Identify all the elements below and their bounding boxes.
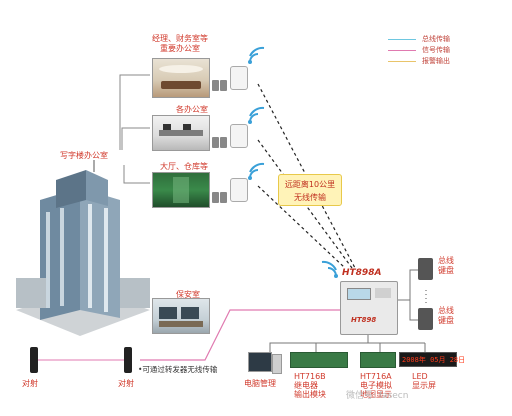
wireless-detector-icon — [230, 66, 248, 90]
legend-label: 总线传输 — [422, 35, 450, 43]
bus-keypad-2 — [409, 300, 418, 321]
beam-label-right: 对射 — [118, 379, 134, 388]
wireless-signal-icon — [248, 106, 265, 124]
bus-bottom — [269, 333, 369, 352]
module-label-relay: HT716B 继电器 输出模块 — [294, 372, 326, 399]
legend-swatch — [388, 39, 416, 40]
room-label-manager: 经理、财务室等 重要办公室 — [152, 34, 208, 53]
computer-monitor-icon — [248, 352, 272, 372]
map-display-module — [360, 352, 396, 368]
wireless-link-3 — [257, 185, 346, 269]
link-building-hall — [123, 165, 150, 184]
host-brand-label: HT898 — [351, 316, 377, 324]
room-label-security: 保安室 — [176, 290, 200, 299]
legend-label: 报警输出 — [422, 57, 450, 65]
alarm-host-panel: HT898 — [340, 281, 398, 335]
office-photo — [152, 115, 210, 151]
wireless-detector-icon — [230, 124, 248, 148]
wireless-box-line1: 远距离10公里 — [284, 180, 336, 189]
bus-keypad-bottom — [418, 308, 433, 330]
key-fob-device — [212, 137, 219, 148]
key-fob-device — [220, 80, 227, 91]
led-display: 2008年 05月 28日 — [399, 352, 465, 367]
relay-output-module — [290, 352, 348, 368]
keypad-label-bottom: 总线 键盘 — [438, 306, 454, 325]
key-fob-device — [212, 80, 219, 91]
bus-keypad-top — [418, 258, 433, 280]
keypad-label-top: 总线 键盘 — [438, 256, 454, 275]
building-label: 写字楼办公室 — [60, 151, 108, 160]
host-wireless-signal-icon — [321, 260, 338, 278]
host-display — [347, 288, 371, 300]
wireless-transmission-box: 远距离10公里 无线传输 — [278, 174, 342, 206]
led-display-text: 2008年 05月 28日 — [402, 356, 466, 364]
module-label-led: LED 显示屏 — [412, 372, 436, 390]
legend-swatch — [388, 61, 416, 62]
key-fob-device — [220, 137, 227, 148]
beam-label-left: 对射 — [22, 379, 38, 388]
beam-detector-left — [30, 347, 38, 373]
wireless-box-line2: 无线传输 — [294, 193, 326, 202]
security-room-photo — [152, 298, 210, 334]
wireless-signal-icon — [248, 162, 265, 180]
watermark: 微信号: fasecn — [346, 391, 409, 401]
legend-label: 信号传输 — [422, 46, 450, 54]
beam-detector-right — [124, 347, 132, 373]
legend-swatch — [388, 50, 416, 51]
hall-warehouse-photo — [152, 172, 210, 208]
key-fob-device — [212, 192, 219, 203]
link-building-offices — [121, 127, 150, 150]
bus-keypad-1 — [396, 269, 418, 301]
wireless-detector-icon — [230, 178, 248, 202]
wireless-signal-icon — [248, 46, 265, 64]
host-keypad — [375, 288, 391, 298]
transmit-note: •可通过转发器无线传输 — [138, 365, 218, 374]
key-fob-device — [220, 192, 227, 203]
module-label-map: HT716A 电子模拟 地图显示 — [360, 372, 392, 399]
computer-tower-icon — [272, 354, 282, 374]
link-building-manager — [119, 74, 150, 150]
module-label-computer: 电脑管理 — [244, 379, 276, 388]
room-label-hall: 大厅、仓库等 — [160, 162, 208, 171]
office-building-illustration — [16, 160, 150, 336]
signal-line — [140, 309, 340, 361]
manager-office-photo — [152, 58, 210, 98]
host-model-label: HT898A — [342, 268, 382, 278]
room-label-offices: 各办公室 — [176, 105, 208, 114]
